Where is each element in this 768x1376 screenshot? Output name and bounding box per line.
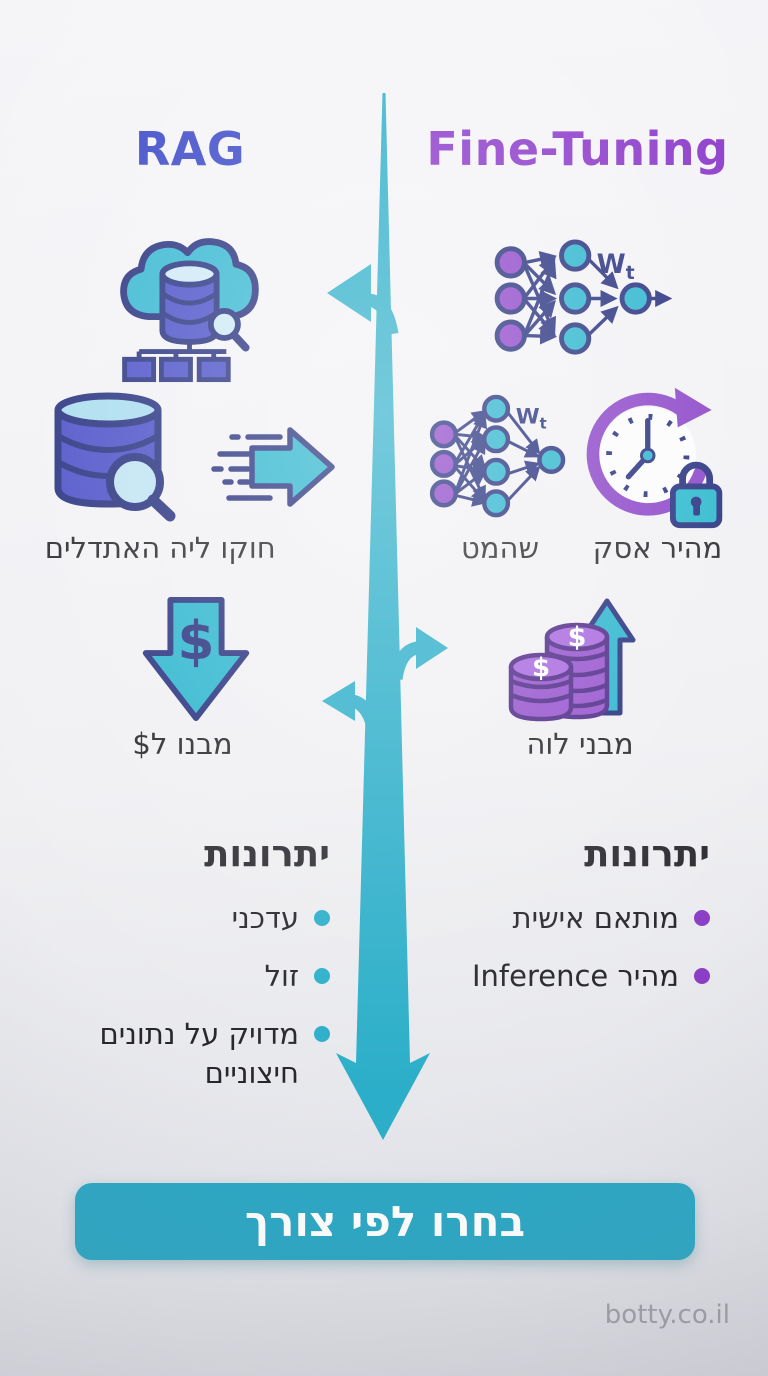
list-item: מדויק על נתונים חיצוניים bbox=[55, 1015, 330, 1093]
list-item: עדכני bbox=[55, 899, 330, 938]
refresh-arrowhead-icon bbox=[674, 387, 712, 428]
rag-advantages-section: יתרונות עדכני זול מדויק על נתונים חיצוני… bbox=[55, 832, 330, 1113]
neural-network-icon: Wt bbox=[494, 239, 673, 355]
list-item: מותאם אישית bbox=[425, 899, 710, 938]
bullet-dot-icon bbox=[314, 910, 330, 926]
cost-down-arrow-icon: $ bbox=[142, 596, 250, 722]
ft-advantages-section: יתרונות מותאם אישית מהיר Inference bbox=[425, 832, 710, 1015]
rag-title: RAG bbox=[134, 122, 246, 176]
bullet-dot-icon bbox=[694, 910, 710, 926]
coins-up-arrow-icon: $ $ bbox=[508, 598, 636, 722]
bullet-dot-icon bbox=[314, 1026, 330, 1043]
watermark: botty.co.il bbox=[604, 1300, 730, 1330]
weight-label: Wt bbox=[516, 405, 547, 433]
database-search-icon bbox=[54, 392, 176, 522]
magnifier-lens-icon bbox=[106, 453, 164, 511]
clock-lock-icon bbox=[586, 387, 723, 529]
list-item: מהיר Inference bbox=[425, 957, 710, 996]
list-item: זול bbox=[55, 957, 330, 996]
ft-coins-label: מבני לוה bbox=[526, 727, 634, 761]
bullet-dot-icon bbox=[314, 968, 330, 985]
rag-advantages-heading: יתרונות bbox=[204, 832, 330, 875]
ft-advantages-heading: יתרונות bbox=[584, 832, 710, 875]
dollar-glyph: $ bbox=[568, 622, 587, 653]
dollar-glyph: $ bbox=[178, 610, 215, 672]
cta-banner-text: בחרו לפי צורך bbox=[244, 1197, 526, 1246]
ft-training-label: שהמט bbox=[461, 531, 539, 565]
cta-banner: בחרו לפי צורך bbox=[75, 1183, 695, 1260]
training-network-icon: Wt bbox=[429, 394, 566, 518]
rag-retrieval-label: האתדלים bbox=[44, 531, 161, 565]
magnifier-lens-icon bbox=[207, 307, 241, 341]
speed-arrow-icon bbox=[211, 427, 335, 507]
dollar-glyph: $ bbox=[532, 653, 550, 683]
rag-speed-label: חוקו ליה bbox=[169, 531, 276, 565]
fine-tuning-title: Fine-Tuning bbox=[426, 122, 729, 176]
weight-label: Wt bbox=[597, 250, 635, 284]
cloud-database-icon bbox=[120, 238, 259, 383]
bullet-dot-icon bbox=[694, 968, 710, 985]
rag-cost-label: מבנו ל$ bbox=[132, 727, 233, 761]
ft-clock-label: מהיר אסק bbox=[592, 531, 723, 565]
